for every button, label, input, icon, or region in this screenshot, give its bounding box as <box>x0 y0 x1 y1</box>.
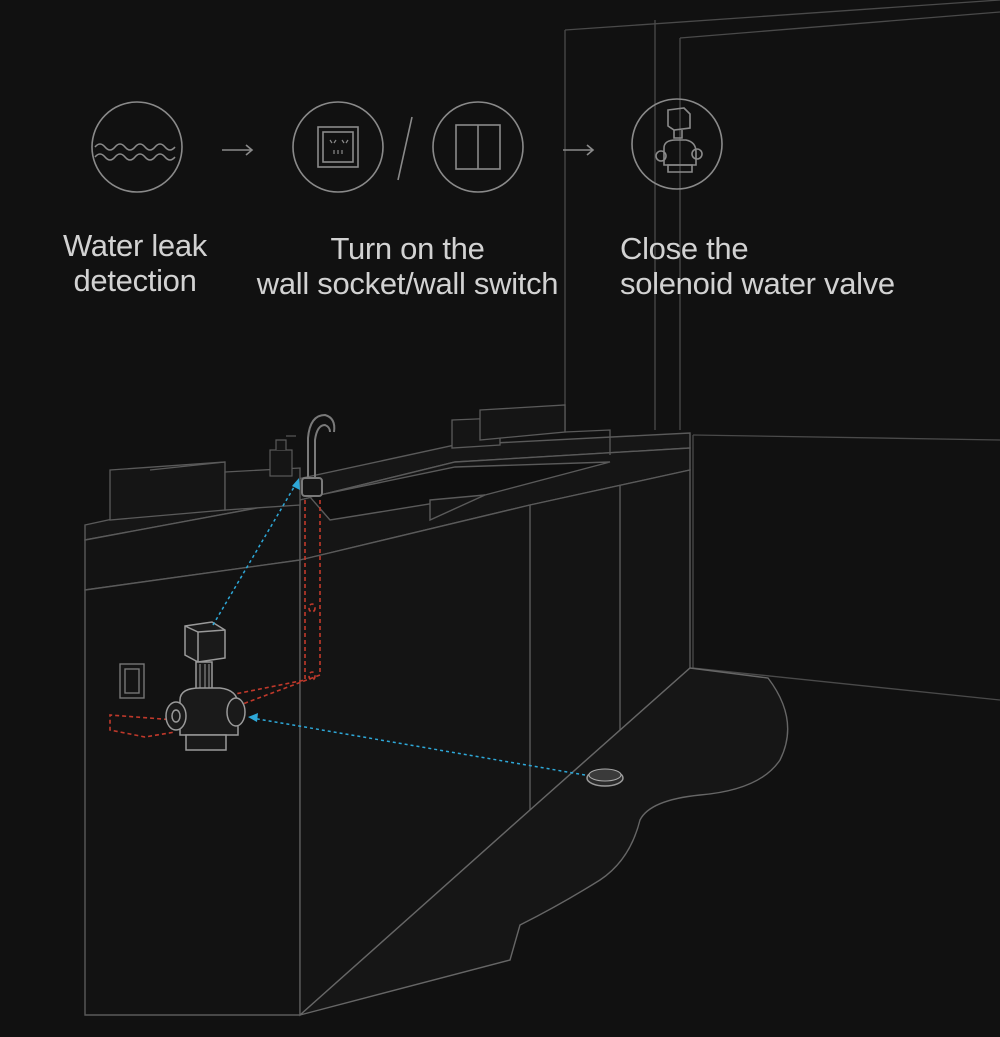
caption-line: Turn on the <box>330 231 485 266</box>
step-caption-socket-switch: Turn on the wall socket/wall switch <box>230 231 585 301</box>
caption-line: solenoid water valve <box>620 266 895 301</box>
caption-line: Close the <box>620 231 749 266</box>
signal-arrow-valve-to-socket <box>212 481 298 626</box>
faucet-icon <box>301 413 336 497</box>
solenoid-valve-icon <box>631 98 723 190</box>
room-outline <box>564 0 1000 701</box>
water-wave-icon <box>91 101 183 193</box>
water-pipe <box>109 500 321 738</box>
water-leak-sensor-device <box>586 768 624 787</box>
wall-switch-icon <box>432 101 524 193</box>
wall-socket-icon <box>292 101 384 193</box>
counter-boxes <box>109 404 611 521</box>
soap-dispenser-icon <box>269 435 296 477</box>
caption-line: wall socket/wall switch <box>256 266 559 301</box>
flow-arrow-1 <box>222 144 254 156</box>
counter-cabinet <box>84 432 691 1017</box>
signal-arrow-sensor-to-valve <box>251 717 586 776</box>
flow-arrow-2 <box>563 144 595 156</box>
caption-line: Water leak <box>62 228 207 263</box>
step-icons <box>91 98 723 193</box>
water-puddle <box>299 667 789 1016</box>
step-caption-close-valve: Close the solenoid water valve <box>620 231 940 301</box>
separator-slash <box>397 116 413 181</box>
step-caption-water-leak: Water leak detection <box>40 228 230 298</box>
signal-arrowheads <box>248 478 300 722</box>
solenoid-valve-device <box>165 621 246 751</box>
signal-arrows <box>212 481 586 776</box>
wall-switch-device <box>119 663 145 699</box>
caption-line: detection <box>73 263 197 298</box>
